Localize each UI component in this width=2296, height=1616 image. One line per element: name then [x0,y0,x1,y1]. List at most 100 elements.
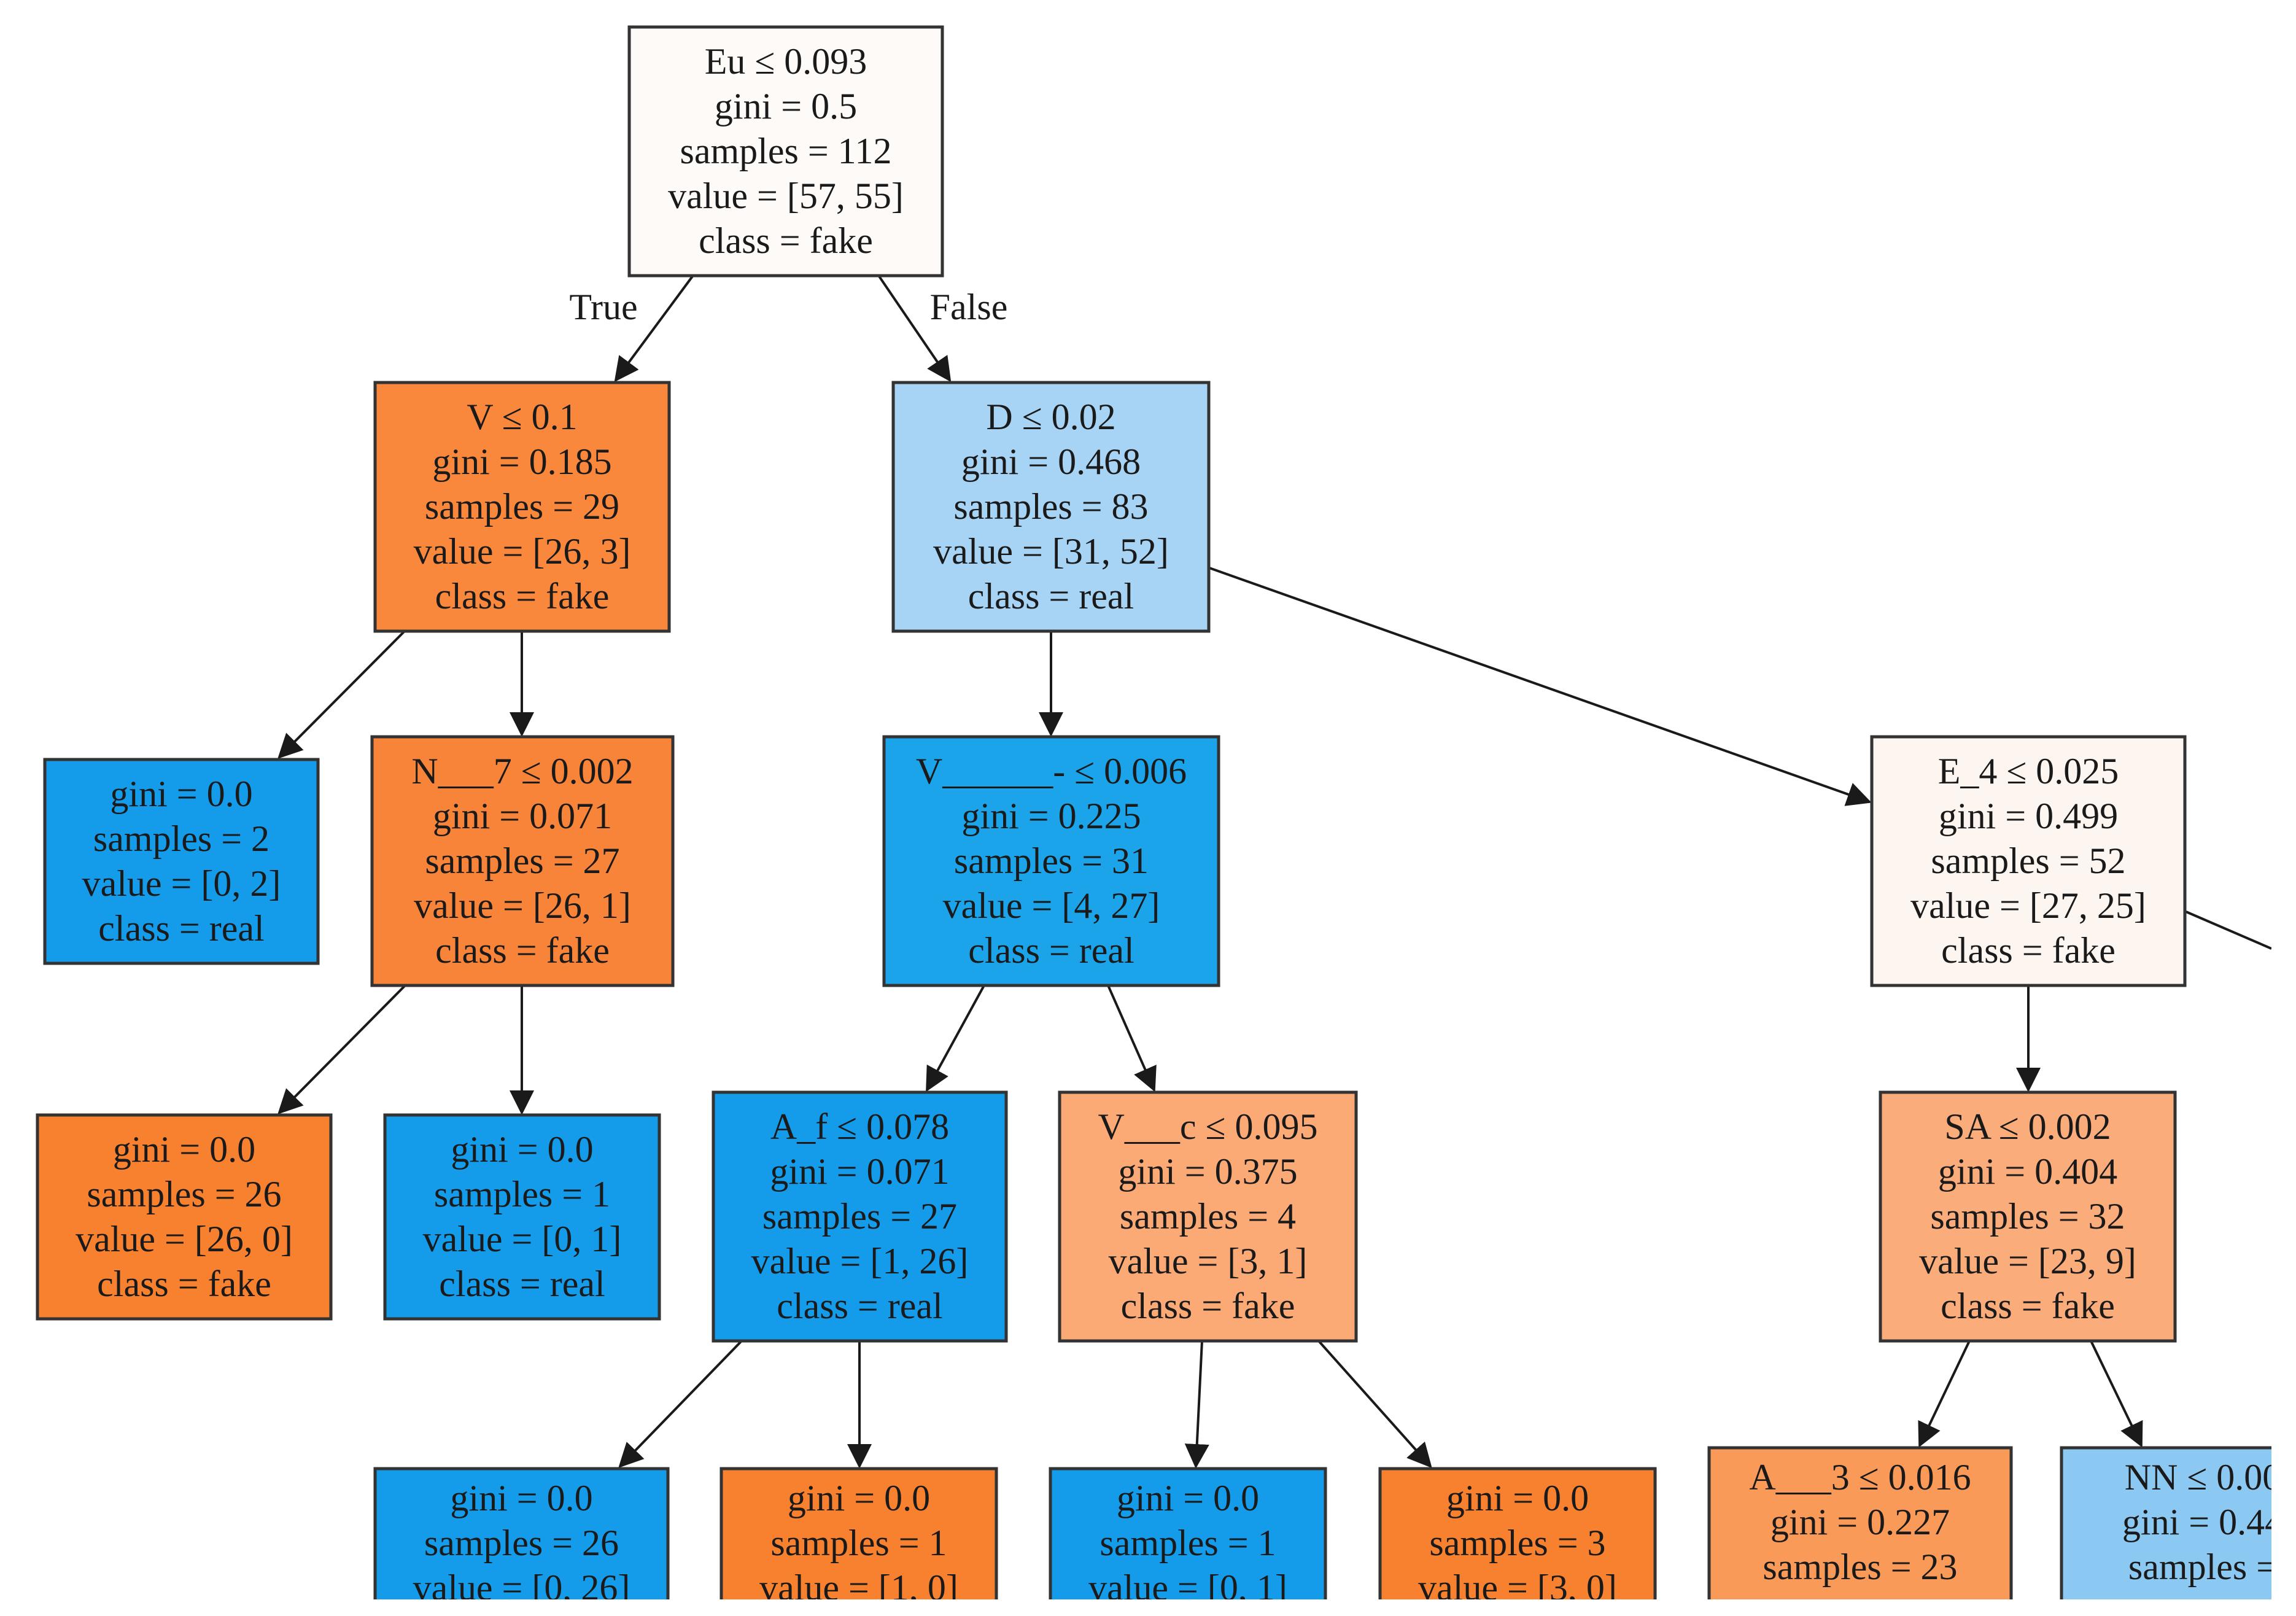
node-text: gini = 0.071 [770,1151,949,1192]
node-text: NN ≤ 0.00 [2125,1457,2281,1498]
node-text: value = [0, 2] [82,863,281,904]
node-text: samples = [2128,1547,2277,1587]
node-text: gini = 0.404 [1938,1151,2117,1192]
tree-edge [1196,1341,1202,1466]
node-text: gini = 0.499 [1939,796,2118,836]
node-text: gini = 0.0 [113,1129,255,1170]
node-text: value = [0, 1] [423,1219,622,1259]
node-text: samples = 27 [762,1196,957,1237]
node-text: class = real [968,576,1134,616]
node-text: value = [31, 52] [933,531,1169,572]
node-text: samples = 32 [1930,1196,2125,1237]
node-text: gini = 0.0 [110,774,252,814]
tree-node-n9: A_f ≤ 0.078gini = 0.071samples = 27value… [713,1092,1006,1341]
node-text: gini = 0.375 [1118,1151,1297,1192]
tree-edge [620,1341,742,1466]
node-text: gini = 0.0 [1117,1478,1259,1518]
tree-edge [2091,1341,2141,1445]
node-text: gini = 0.227 [1770,1502,1950,1542]
node-text: value = [4, 27] [943,885,1160,926]
tree-node-n17: NN ≤ 0.00gini = 0.44 samples = [2061,1448,2296,1616]
node-text: gini = 0.0 [451,1129,593,1170]
tree-node-n3: gini = 0.0samples = 2value = [0, 2]class… [45,759,318,963]
node-text: value = [3, 0] [1418,1567,1617,1608]
node-text: samples = 52 [1931,841,2125,881]
node-text: class = real [968,930,1134,971]
node-text: samples = 1 [1100,1523,1276,1563]
node-text: class = real [439,1264,605,1304]
node-text: samples = 26 [87,1174,281,1214]
node-text: V ≤ 0.1 [467,397,577,437]
node-text: value = [3, 1] [1109,1241,1308,1281]
tree-node-n13: gini = 0.0samples = 1value = [1, 0] [721,1469,996,1616]
node-text: N___7 ≤ 0.002 [411,751,633,791]
node-text: samples = 1 [770,1523,947,1563]
node-text: gini = 0.44 [2122,1502,2283,1542]
node-text: samples = 31 [954,841,1149,881]
tree-edge [1319,1341,1430,1466]
node-text: SA ≤ 0.002 [1944,1106,2111,1147]
tree-edge [2186,912,2271,949]
tree-edge [1209,568,1869,802]
tree-node-root: Eu ≤ 0.093gini = 0.5 samples = 112 value =… [629,27,942,276]
node-text: class = fake [435,576,610,616]
node-text: A_f ≤ 0.078 [770,1106,949,1147]
node-text: samples = 112 [680,131,892,171]
tree-node-n5: V______- ≤ 0.006gini = 0.225samples = 31… [884,737,1219,985]
node-text: class = real [777,1286,942,1326]
tree-edge [927,985,984,1090]
node-text: D ≤ 0.02 [986,397,1115,437]
node-text: class = fake [699,220,873,261]
node-text: class = fake [1121,1286,1295,1326]
node-text: gini = 0.071 [433,796,612,836]
node-text: gini = 0.0 [1446,1478,1589,1518]
node-text: samples = 83 [953,486,1148,527]
tree-node-n8: gini = 0.0samples = 1value = [0, 1]class… [385,1115,659,1319]
node-text: samples = 29 [425,486,619,527]
node-text: samples = 26 [424,1523,619,1563]
node-text: gini = 0.185 [432,441,611,482]
node-text: value = [23, 9] [1919,1241,2136,1281]
node-text: Eu ≤ 0.093 [705,41,867,82]
node-text: value = [26, 1] [414,885,631,926]
node-text: samples = 3 [1429,1523,1605,1563]
node-text: class = real [98,908,264,949]
tree-node-n7: gini = 0.0samples = 26value = [26, 0]cla… [37,1115,331,1319]
node-text: value = [27, 25] [1910,885,2146,926]
node-text: value = [1, 0] [759,1567,958,1608]
node-text: E_4 ≤ 0.025 [1938,751,2119,791]
node-text: gini = 0.0 [450,1478,592,1518]
tree-node-n16: A___3 ≤ 0.016gini = 0.227 samples = 23 [1709,1448,2011,1616]
tree-node-n12: gini = 0.0 samples = 26value = [0, 26] [375,1469,668,1616]
node-text: value = [1, 26] [751,1241,969,1281]
node-text: A___3 ≤ 0.016 [1749,1457,1971,1498]
node-text: gini = 0.468 [961,441,1141,482]
node-text: class = fake [1941,930,2116,971]
node-text: value = [0, 1] [1088,1567,1287,1608]
node-text: samples = 4 [1120,1196,1296,1237]
node-text: value = [0, 26] [413,1567,630,1608]
edge-label-true: True [569,287,637,327]
tree-node-n1: V ≤ 0.1gini = 0.185samples = 29value = [… [375,383,669,631]
tree-node-n10: V___c ≤ 0.095gini = 0.375samples = 4valu… [1060,1092,1356,1341]
edge-label-false: False [930,287,1008,327]
tree-node-n4: N___7 ≤ 0.002 gini = 0.071 samples = 27val… [372,737,673,985]
tree-node-n15: gini = 0.0 samples = 3value = [3, 0] [1380,1469,1655,1616]
node-text: class = fake [97,1264,271,1304]
node-text: class = fake [1941,1286,2115,1326]
tree-nodes: Eu ≤ 0.093gini = 0.5 samples = 112 value =… [37,27,2296,1616]
tree-node-n14: gini = 0.0 samples = 1value = [0, 1] [1050,1469,1325,1616]
node-text: samples = 23 [1763,1547,1957,1587]
node-text: class = fake [435,930,610,971]
node-text: value = [57, 55] [668,176,904,216]
node-text: value = [26, 3] [414,531,631,572]
node-text: gini = 0.225 [961,796,1141,836]
node-text: samples = 27 [425,841,619,881]
node-text: samples = 2 [93,818,270,859]
tree-node-n6: E_4 ≤ 0.025 gini = 0.499 samples = 52value… [1872,737,2185,985]
tree-node-n2: D ≤ 0.02gini = 0.468samples = 83value = … [893,383,1209,631]
node-text: gini = 0.5 [715,86,857,126]
node-text: V___c ≤ 0.095 [1098,1106,1318,1147]
tree-edge [279,985,405,1113]
